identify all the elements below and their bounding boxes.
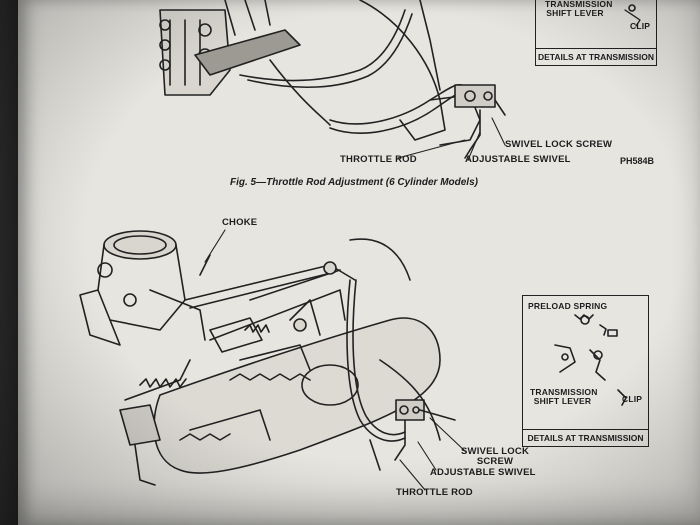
fig6-swivel-lock-screw-label: SWIVEL LOCK SCREW [461, 446, 529, 467]
fig5-detail-box: DETAILS AT TRANSMISSION [535, 0, 657, 66]
fig6-detail-footer: DETAILS AT TRANSMISSION [523, 429, 648, 446]
fig6-detail-drawing [554, 314, 627, 406]
fig6-engine-drawing [79, 230, 456, 486]
fig6-preload-spring-label: PRELOAD SPRING [528, 301, 608, 311]
fig5-swivel-lock-screw-label: SWIVEL LOCK SCREW [505, 139, 613, 150]
fig5-clip-label: CLIP [630, 21, 651, 31]
fig6-choke-label: CHOKE [222, 217, 258, 228]
fig5-adjustable-swivel-label: ADJUSTABLE SWIVEL [465, 154, 571, 165]
fig5-linkage-drawing [159, 0, 506, 159]
fig5-detail-footer: DETAILS AT TRANSMISSION [536, 48, 656, 65]
fig6-detail-box: DETAILS AT TRANSMISSION [522, 295, 649, 447]
fig5-shift-lever-label: TRANSMISSION SHIFT LEVER [545, 0, 613, 18]
fig5-part-code: PH584B [620, 156, 655, 166]
fig5-throttle-rod-label: THROTTLE ROD [340, 154, 417, 165]
fig5-caption: Fig. 5—Throttle Rod Adjustment (6 Cylind… [230, 177, 478, 188]
fig6-adjustable-swivel-label: ADJUSTABLE SWIVEL [430, 467, 536, 478]
fig6-throttle-rod-label: THROTTLE ROD [396, 487, 473, 498]
fig6-clip-label: CLIP [622, 394, 643, 404]
fig6-shift-lever-label: TRANSMISSION SHIFT LEVER [530, 387, 598, 406]
